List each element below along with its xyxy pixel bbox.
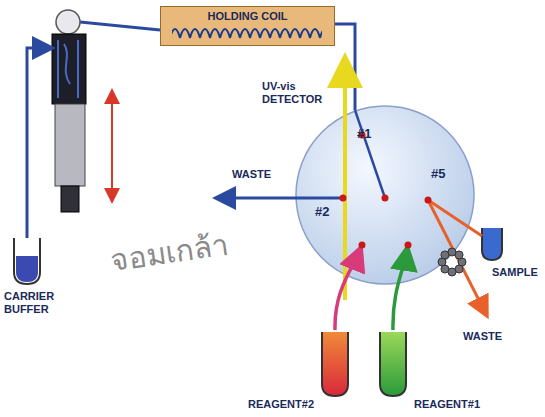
reagent-label: REAGENT#1 xyxy=(414,398,480,411)
reagent-1-line xyxy=(393,250,407,330)
port xyxy=(359,242,366,249)
pump-head xyxy=(52,34,86,104)
reagent-2-line xyxy=(335,250,360,330)
carrier-line xyxy=(27,48,50,262)
buffer-vessel xyxy=(14,238,40,284)
pump-channel xyxy=(58,40,78,98)
pump-valve-ball xyxy=(56,10,80,34)
reagent-2-tube xyxy=(322,332,348,396)
detector-beam xyxy=(343,64,347,300)
waste-label: WASTE xyxy=(232,168,271,181)
sample-vessel xyxy=(482,228,502,260)
watermark: จอมเกล้า xyxy=(108,228,231,279)
coil-windings xyxy=(172,24,322,42)
bead xyxy=(455,251,463,259)
reagent-1-tube xyxy=(380,332,406,396)
reagent-label: REAGENT#2 xyxy=(248,398,314,411)
plunger-motion-arrow xyxy=(111,92,113,200)
port-number: #5 xyxy=(431,167,445,182)
coil-title: HOLDING COIL xyxy=(207,10,287,23)
port xyxy=(340,195,347,202)
port xyxy=(382,195,389,202)
port xyxy=(425,197,432,204)
buffer-liquid xyxy=(16,256,38,282)
sample-waste-line xyxy=(428,200,486,314)
port xyxy=(405,242,412,249)
syringe-barrel xyxy=(55,104,85,186)
sample-label: SAMPLE xyxy=(492,266,538,279)
port-number: #1 xyxy=(357,127,371,142)
waste-label: WASTE xyxy=(463,330,502,343)
waste-line xyxy=(218,197,343,200)
bead-ring xyxy=(438,248,466,276)
plunger xyxy=(61,186,79,212)
detector-label: UV-vis DETECTOR xyxy=(262,80,336,105)
port xyxy=(359,132,366,139)
tube xyxy=(80,22,160,30)
carrier-buffer-label: CARRIER BUFFER xyxy=(4,290,74,315)
valve-channel xyxy=(355,110,385,198)
port-number: #2 xyxy=(315,205,329,220)
